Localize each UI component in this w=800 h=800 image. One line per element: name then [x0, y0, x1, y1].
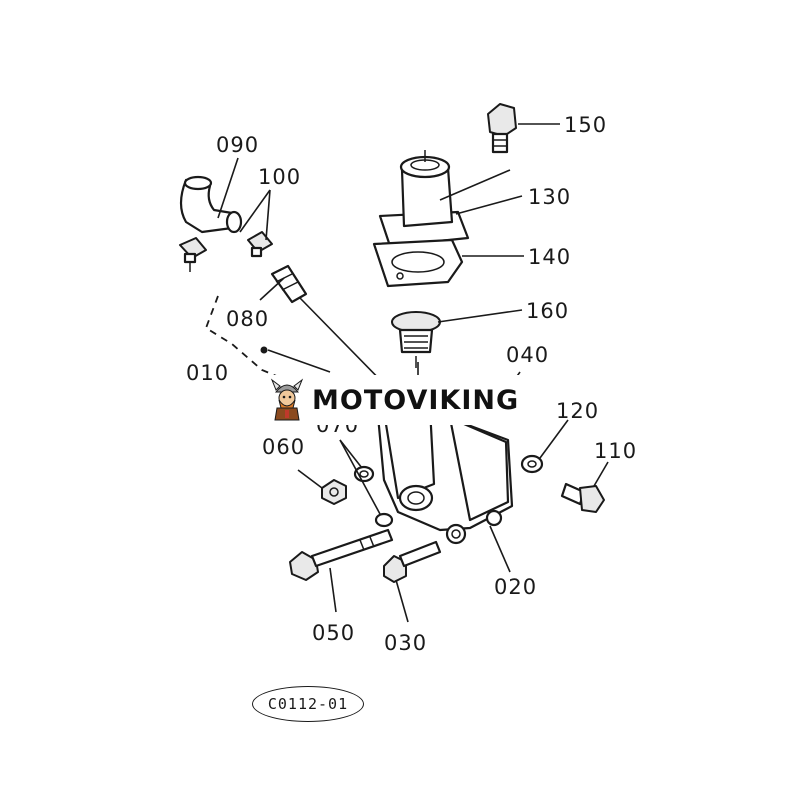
label-040: 040: [506, 343, 549, 367]
label-150: 150: [564, 113, 607, 137]
figure-code-oval: C0112-01: [252, 686, 364, 722]
part-160-thermostat: [391, 311, 441, 368]
figure-code: C0112-01: [267, 695, 349, 713]
part-040-housing: [376, 406, 514, 545]
label-100: 100: [258, 165, 301, 189]
watermark-text: MOTOVIKING: [312, 384, 520, 416]
part-150-bolt: [487, 103, 517, 154]
part-140-gasket: [372, 238, 464, 288]
part-090-bent-pipe: [179, 175, 243, 234]
assembly-010-bracket: [204, 295, 331, 399]
watermark-banner: MOTOVIKING: [262, 375, 534, 425]
label-060: 060: [262, 435, 305, 459]
part-070-washers: [353, 465, 394, 528]
leader-lines: [217, 123, 609, 623]
viking-mascot-icon: [270, 378, 304, 421]
label-120: 120: [556, 399, 599, 423]
part-060-nut: [321, 479, 347, 505]
part-120-washer: [520, 454, 544, 474]
label-010: 010: [186, 361, 229, 385]
label-140: 140: [528, 245, 571, 269]
label-020: 020: [494, 575, 537, 599]
label-030: 030: [384, 631, 427, 655]
part-030-bolt: [383, 540, 442, 583]
label-130: 130: [528, 185, 571, 209]
label-090: 090: [216, 133, 259, 157]
label-080: 080: [226, 307, 269, 331]
part-110-bolt: [560, 482, 605, 513]
label-050: 050: [312, 621, 355, 645]
label-160: 160: [526, 299, 569, 323]
part-050-long-bolt: [289, 528, 394, 581]
part-130-thermostat-cover: [378, 150, 470, 248]
part-100-clamps: [179, 231, 273, 272]
label-110: 110: [594, 439, 637, 463]
